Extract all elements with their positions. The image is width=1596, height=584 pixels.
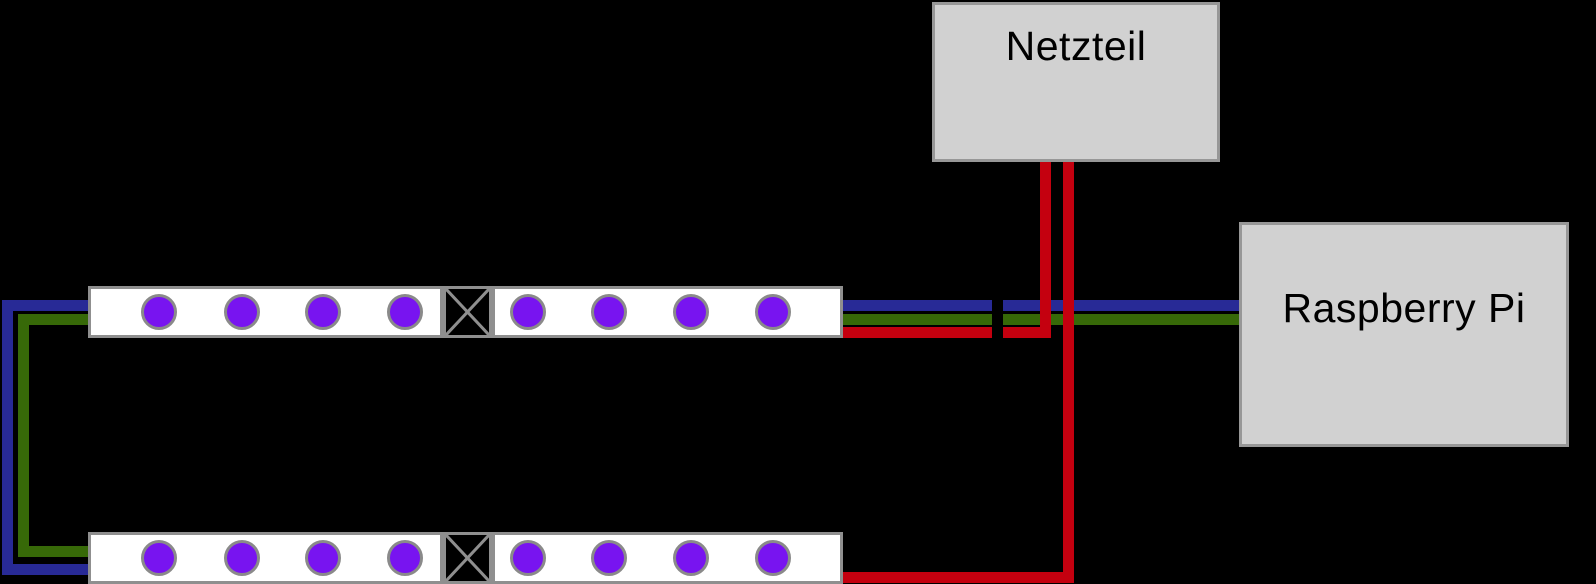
- led-dot: [224, 294, 260, 330]
- led-dot: [673, 294, 709, 330]
- led-dot: [387, 540, 423, 576]
- red-wire-top-horizontal: [843, 327, 1051, 338]
- strip-connector-x-icon: [443, 532, 492, 584]
- wire-crossing-gap: [992, 295, 1003, 343]
- power-supply-label: Netzteil: [1005, 23, 1147, 69]
- raspberry-pi-box: Raspberry Pi: [1239, 222, 1569, 447]
- led-dot: [387, 294, 423, 330]
- led-dot: [591, 294, 627, 330]
- strip-segment-left: [88, 286, 443, 338]
- power-supply-box: Netzteil: [932, 2, 1220, 162]
- blue-wire-top-left-horizontal: [2, 300, 88, 311]
- led-strip-bottom: [88, 532, 843, 584]
- led-dot: [141, 540, 177, 576]
- led-strip-top: [88, 286, 843, 338]
- led-dot: [141, 294, 177, 330]
- blue-wire-left-vertical: [2, 300, 13, 575]
- led-dot: [755, 294, 791, 330]
- red-wire-right-vertical: [1063, 161, 1074, 583]
- led-dot: [510, 540, 546, 576]
- strip-connector-x-icon: [443, 286, 492, 338]
- green-wire-left-vertical: [18, 314, 29, 557]
- green-wire-bottom-left-horizontal: [18, 546, 88, 557]
- led-dot: [224, 540, 260, 576]
- led-dot: [755, 540, 791, 576]
- led-dot: [591, 540, 627, 576]
- raspberry-pi-label: Raspberry Pi: [1282, 285, 1526, 331]
- green-wire-top-left-horizontal: [18, 314, 88, 325]
- led-dot: [305, 294, 341, 330]
- led-dot: [673, 540, 709, 576]
- blue-wire-bottom-left-horizontal: [2, 564, 88, 575]
- led-dot: [305, 540, 341, 576]
- red-wire-left-vertical: [1040, 161, 1051, 338]
- red-wire-bottom-horizontal: [843, 572, 1074, 583]
- led-dot: [510, 294, 546, 330]
